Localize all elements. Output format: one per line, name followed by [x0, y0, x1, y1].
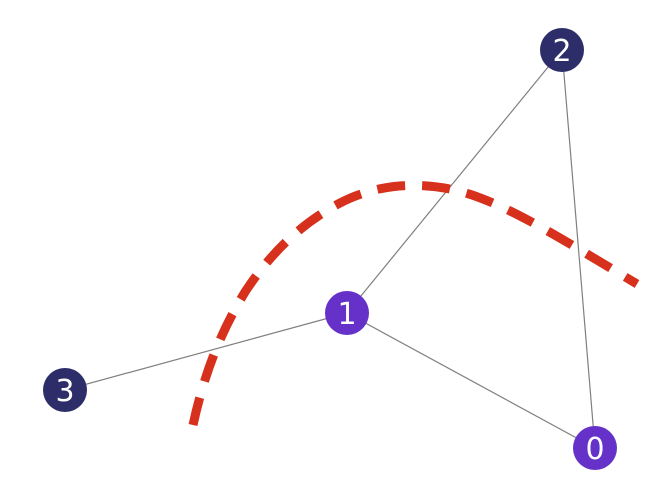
graph-node-2: [540, 28, 584, 72]
graph-node-3: [43, 368, 87, 412]
graph-edge-2-0: [561, 49, 596, 449]
graph-node-0: [573, 426, 617, 470]
graph-edge-1-2: [346, 49, 563, 314]
graph-node-1: [325, 291, 369, 335]
red-dashed-curve: [188, 180, 640, 426]
graph-edge-3-1: [64, 312, 348, 391]
graph-edge-1-0: [346, 312, 596, 449]
